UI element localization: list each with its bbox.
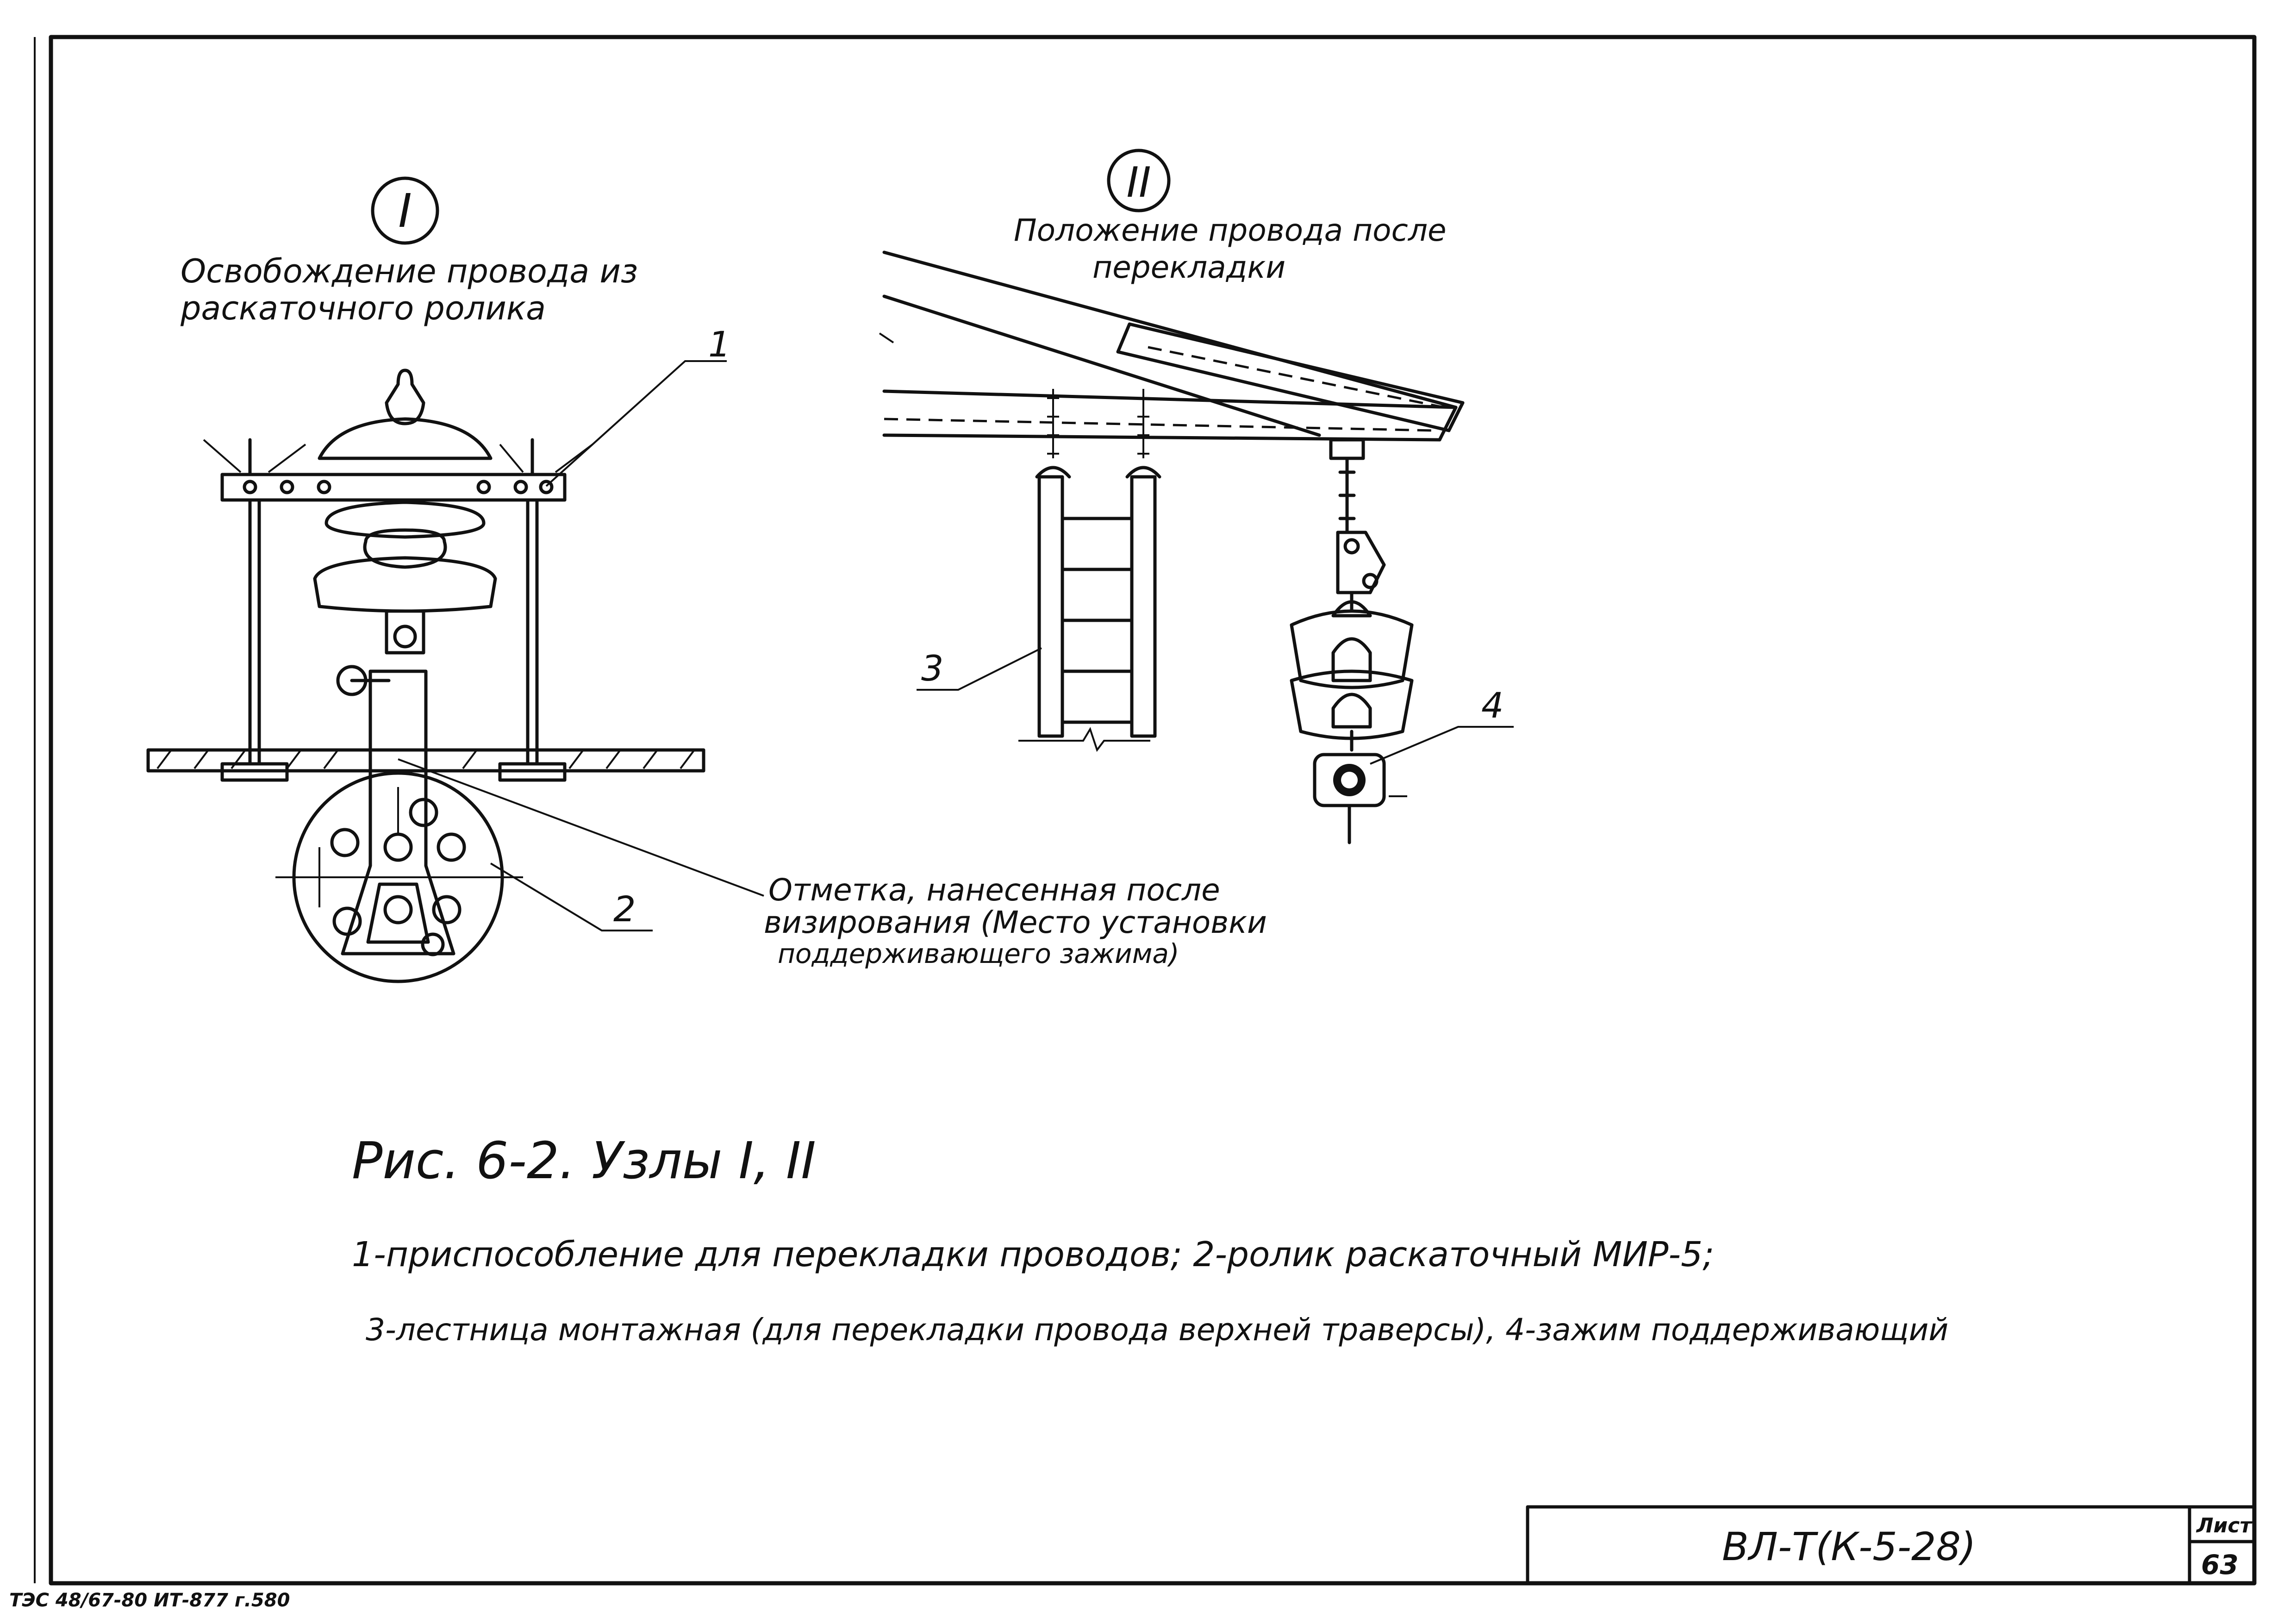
callout-2: 2 bbox=[613, 888, 636, 930]
figure-caption: Рис. 6-2. Узлы I, II bbox=[352, 1131, 816, 1190]
roller-frame bbox=[341, 669, 455, 956]
sheet-number: 63 bbox=[2201, 1549, 2239, 1580]
node-2-title-line1: Положение провода после bbox=[1014, 212, 1447, 248]
callout-4-leader bbox=[1370, 726, 1514, 765]
crossarm-horizontal bbox=[882, 389, 1458, 409]
node-1-title-line2: раскаточного ролика bbox=[180, 289, 546, 327]
suspension-chain bbox=[1338, 456, 1356, 534]
node-2-mark-circle bbox=[1107, 149, 1171, 212]
node-1-mark-circle bbox=[371, 176, 439, 245]
node-1-drawing: 1 2 bbox=[146, 324, 764, 983]
string-insulator-1 bbox=[1290, 609, 1414, 689]
callout-3-leader bbox=[917, 647, 1042, 691]
sheet-label: Лист bbox=[2196, 1514, 2252, 1537]
node-2-title-line2: перекладки bbox=[1092, 250, 1285, 285]
insulator-cap bbox=[385, 369, 425, 425]
note-line1: Отметка, нанесенная после bbox=[768, 872, 1220, 908]
callout-1: 1 bbox=[708, 324, 730, 365]
ladder-chain-right bbox=[1137, 389, 1149, 458]
callout-3: 3 bbox=[921, 648, 943, 689]
note-block: Отметка, нанесенная после визирования (М… bbox=[764, 872, 1267, 969]
crossarm-upper bbox=[882, 250, 1458, 409]
node-2-header: II Положение провода после перекладки bbox=[1014, 149, 1447, 285]
node-1-title-line1: Освобождение провода из bbox=[181, 252, 638, 290]
legend-line1: 1-приспособление для перекладки проводов… bbox=[352, 1235, 1714, 1274]
footer-reference: ТЭС 48/67-80 ИТ-877 г.580 bbox=[9, 1590, 290, 1611]
ladder-rail-right bbox=[1130, 475, 1157, 738]
insulator-top-shed bbox=[318, 417, 493, 460]
node-2-mark: II bbox=[1126, 158, 1151, 207]
legend-line2: 3-лестница монтажная (для перекладки про… bbox=[366, 1312, 1948, 1348]
ladder-rail-left bbox=[1037, 475, 1064, 738]
wire-clamp-sleeve bbox=[1116, 322, 1465, 432]
sheet-frame bbox=[49, 35, 2257, 1586]
insulator-mid-shed bbox=[324, 500, 486, 539]
node-1-header: I Освобождение провода из раскаточного р… bbox=[180, 176, 638, 327]
callout-1-leader bbox=[545, 360, 727, 487]
bracket-bar bbox=[220, 473, 567, 502]
title-block: ВЛ-Т(К-5-28) Лист 63 bbox=[1526, 1505, 2256, 1585]
ladder-chain-left bbox=[1047, 389, 1059, 458]
note-line2: визирования (Место установки bbox=[764, 905, 1267, 940]
node-2-drawing: 3 4 bbox=[879, 250, 1514, 844]
note-line3: поддерживающего зажима) bbox=[778, 938, 1179, 969]
callout-2-leader bbox=[490, 862, 653, 931]
drawing-code: ВЛ-Т(К-5-28) bbox=[1722, 1524, 1976, 1569]
node-1-mark: I bbox=[398, 184, 412, 238]
callout-4: 4 bbox=[1481, 685, 1504, 726]
string-insulator-2 bbox=[1290, 669, 1414, 740]
note-leader bbox=[398, 758, 764, 897]
